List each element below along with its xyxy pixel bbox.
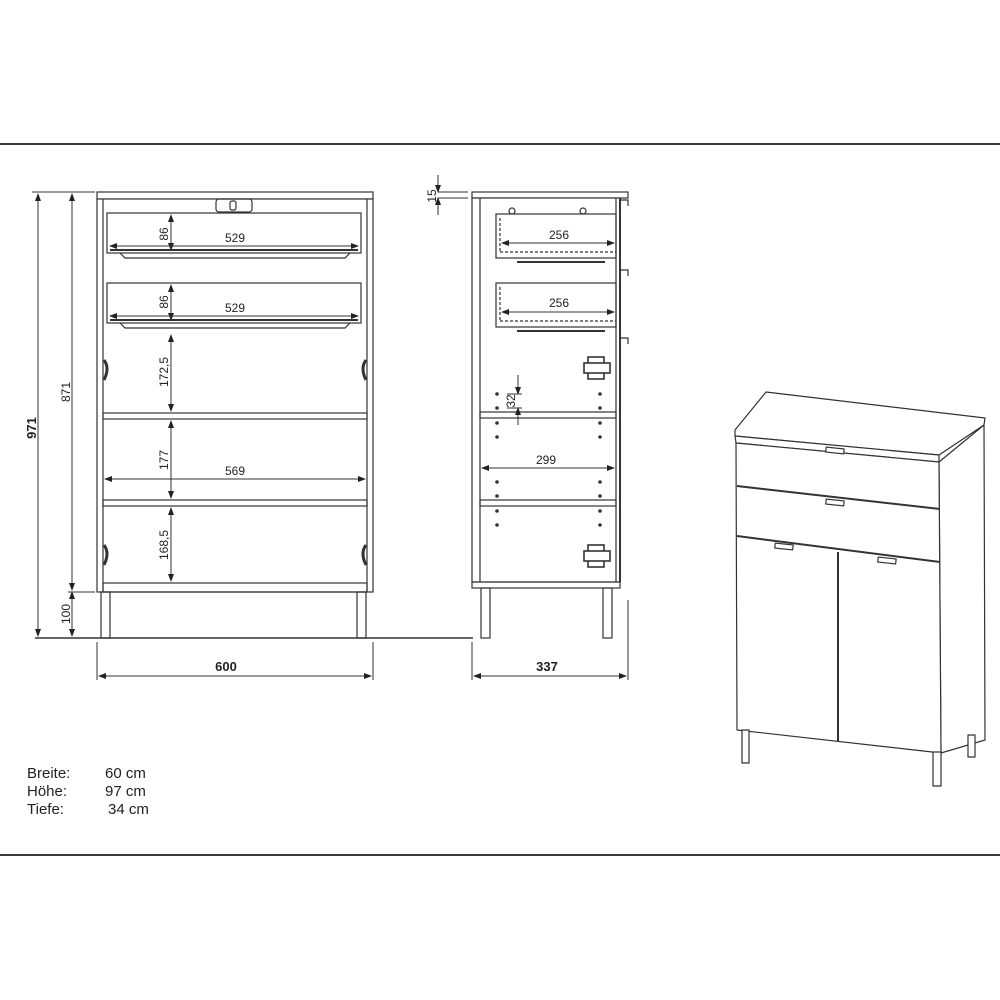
shelf-pin-holes bbox=[495, 392, 602, 527]
interior-depth-label: 299 bbox=[536, 453, 556, 467]
drawer1-width-label: 529 bbox=[225, 231, 245, 245]
bottom-border-rule bbox=[0, 854, 1000, 856]
compartment1-height-label: 172,5 bbox=[157, 357, 171, 387]
body-height-label: 871 bbox=[59, 382, 73, 402]
isometric-view bbox=[734, 391, 986, 787]
front-view bbox=[35, 191, 473, 639]
side-view bbox=[471, 191, 629, 639]
spec-label: Tiefe: bbox=[27, 801, 64, 818]
top-border-rule bbox=[0, 143, 1000, 145]
spec-width: Breite: 60 cm bbox=[27, 765, 149, 783]
drawer2-height-label: 86 bbox=[157, 295, 171, 309]
compartment3-height-label: 168,5 bbox=[157, 530, 171, 560]
compartment2-height-label: 177 bbox=[157, 450, 171, 470]
drawer1-height-label: 86 bbox=[157, 227, 171, 241]
leg-height-label: 100 bbox=[59, 604, 73, 624]
overall-height-label: 971 bbox=[24, 417, 39, 439]
width-label: 600 bbox=[215, 659, 237, 674]
drawer1-depth-label: 256 bbox=[549, 228, 569, 242]
interior-width-label: 569 bbox=[225, 464, 245, 478]
dimension-specs: Breite: 60 cm Höhe: 97 cm Tiefe: 34 cm bbox=[27, 765, 149, 819]
top-thickness-label: 15 bbox=[425, 189, 439, 203]
spec-label: Höhe: bbox=[27, 783, 68, 800]
depth-label: 337 bbox=[536, 659, 558, 674]
spec-label: Breite: bbox=[27, 765, 71, 782]
drawer2-depth-label: 256 bbox=[549, 296, 569, 310]
spec-depth: Tiefe: 34 cm bbox=[27, 801, 149, 819]
spec-height: Höhe: 97 cm bbox=[27, 783, 149, 801]
spec-value: 34 cm bbox=[108, 801, 149, 818]
drawer2-width-label: 529 bbox=[225, 301, 245, 315]
hole-spacing-label: 32 bbox=[504, 394, 518, 408]
spec-value: 60 cm bbox=[105, 765, 146, 782]
spec-value: 97 cm bbox=[105, 783, 146, 800]
